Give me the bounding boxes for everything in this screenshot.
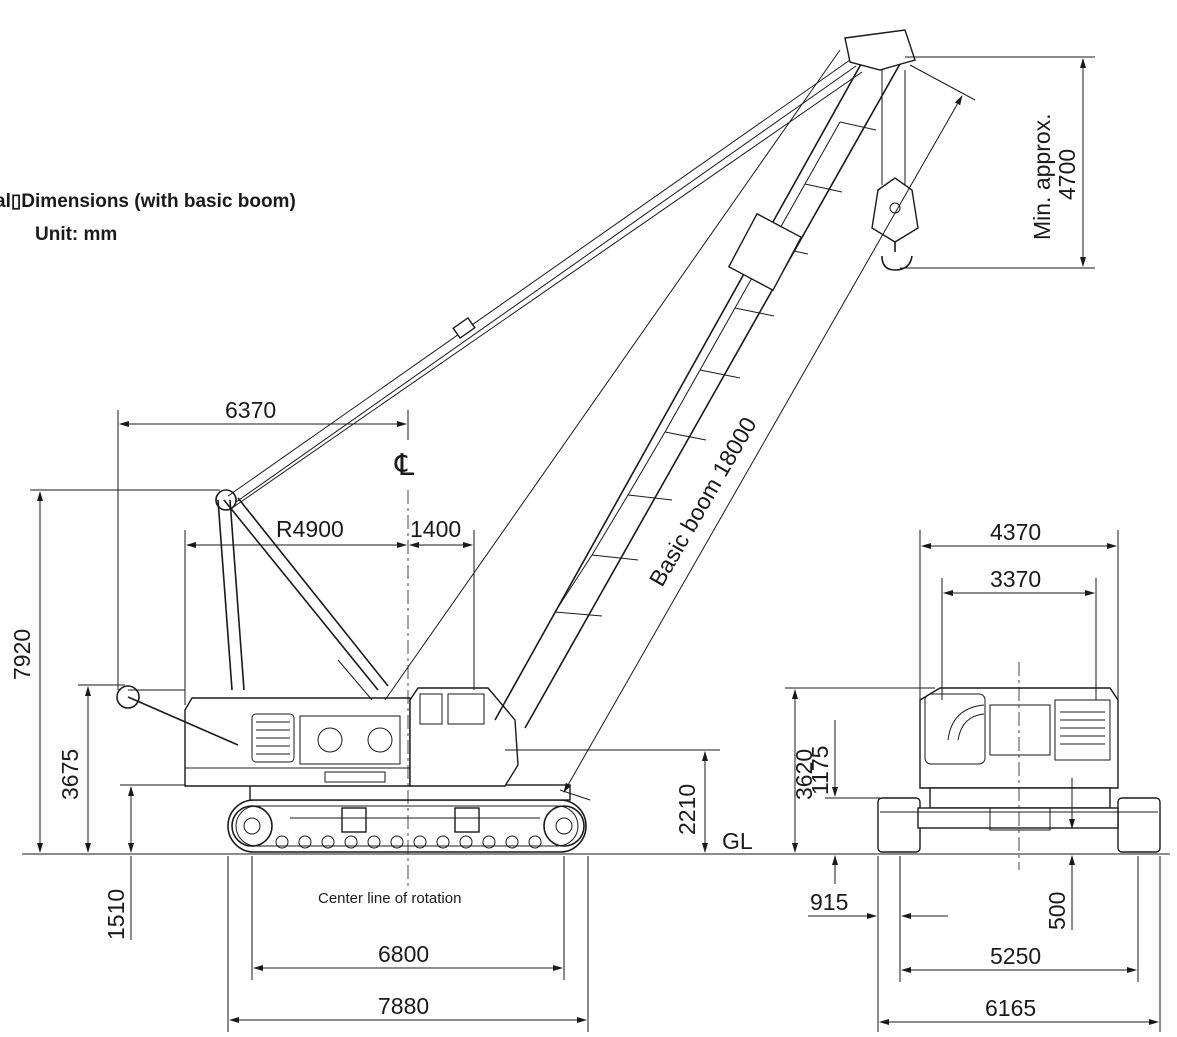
ground-level-label: GL bbox=[722, 828, 753, 854]
dim-6800: 6800 bbox=[251, 856, 565, 980]
svg-text:1175: 1175 bbox=[807, 746, 833, 795]
upper-structure bbox=[184, 697, 411, 787]
dim-3620: 3620 bbox=[785, 687, 935, 853]
dim-5250: 5250 bbox=[899, 856, 1139, 982]
crawler-track bbox=[227, 799, 587, 853]
min-approx-value: 4700 bbox=[1054, 149, 1080, 200]
lattice-boom bbox=[384, 29, 916, 729]
operator-cab bbox=[409, 687, 519, 787]
svg-text:6800: 6800 bbox=[378, 941, 429, 967]
svg-text:3370: 3370 bbox=[990, 566, 1041, 592]
svg-text:7880: 7880 bbox=[378, 993, 429, 1019]
dim-3675: 3675 bbox=[57, 684, 125, 853]
drawing-title: al▯Dimensions (with basic boom) bbox=[0, 191, 296, 212]
dim-6165: 6165 bbox=[877, 856, 1161, 1032]
svg-text:6370: 6370 bbox=[225, 397, 276, 423]
svg-text:3620: 3620 bbox=[791, 749, 817, 800]
rear-frame bbox=[116, 685, 239, 746]
dim-3370: 3370 bbox=[941, 566, 1097, 700]
svg-text:1510: 1510 bbox=[103, 889, 129, 940]
dim-1510: 1510 bbox=[103, 784, 185, 940]
dim-7880: 7880 bbox=[227, 856, 589, 1032]
centerline-symbol: ℄ bbox=[394, 448, 414, 483]
dim-915: 915 bbox=[808, 856, 948, 940]
side-view-crane bbox=[116, 29, 919, 853]
dim-500: 500 bbox=[1044, 778, 1075, 930]
dim-6370: 6370 bbox=[117, 397, 409, 690]
svg-text:3675: 3675 bbox=[57, 749, 83, 800]
svg-text:6165: 6165 bbox=[985, 995, 1036, 1021]
dim-basic-boom: Basic boom 18000 bbox=[559, 64, 976, 801]
dim-min-approx: Min. approx. 4700 bbox=[900, 56, 1095, 269]
min-approx-label: Min. approx. bbox=[1029, 113, 1055, 240]
unit-label: Unit: mm bbox=[35, 224, 117, 245]
svg-text:5250: 5250 bbox=[990, 943, 1041, 969]
svg-text:4370: 4370 bbox=[990, 519, 1041, 545]
dim-1175: 1175 bbox=[807, 720, 880, 884]
rear-view-crane bbox=[877, 687, 1161, 853]
svg-text:2210: 2210 bbox=[674, 784, 700, 835]
dim-r4900: R4900 bbox=[184, 516, 407, 705]
center-line-of-rotation-label: Center line of rotation bbox=[318, 890, 461, 907]
svg-text:7920: 7920 bbox=[9, 629, 35, 680]
svg-text:500: 500 bbox=[1044, 892, 1070, 930]
dim-7920: 7920 bbox=[9, 489, 220, 853]
svg-text:R4900: R4900 bbox=[276, 516, 344, 542]
svg-text:915: 915 bbox=[810, 889, 848, 915]
carbody bbox=[249, 784, 571, 801]
dim-4370: 4370 bbox=[919, 519, 1119, 700]
gantry-mast bbox=[215, 489, 389, 701]
svg-text:1400: 1400 bbox=[410, 516, 461, 542]
dim-1400: 1400 bbox=[409, 516, 475, 690]
